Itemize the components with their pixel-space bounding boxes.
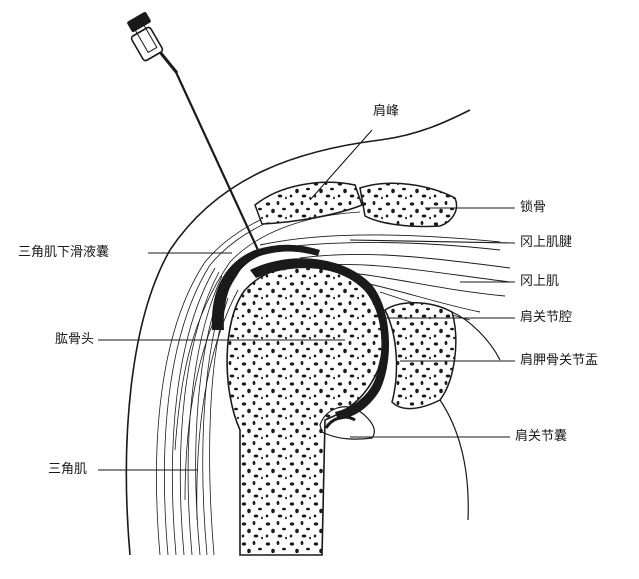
label-clavicle: 锁骨 (520, 200, 547, 215)
skin-outline (125, 109, 471, 556)
label-humeral-head: 肱骨头 (55, 332, 95, 347)
label-capsule: 肩关节囊 (515, 429, 568, 444)
label-joint-cavity: 肩关节腔 (520, 310, 573, 325)
label-deltoid: 三角肌 (48, 462, 88, 477)
label-glenoid: 肩胛骨关节盂 (520, 353, 599, 368)
joint-cavity-shape (250, 258, 390, 420)
label-supraspinatus-tendon: 冈上肌腱 (520, 235, 573, 250)
acromion-bone (254, 181, 363, 225)
label-acromion: 肩峰 (373, 104, 400, 119)
leader-lines (98, 129, 516, 471)
label-supraspinatus: 冈上肌 (520, 274, 560, 289)
capsule-shape (319, 406, 375, 440)
deltoid-muscle (156, 194, 361, 556)
subdeltoid-bursa-shape (211, 244, 320, 330)
clavicle-bone (359, 182, 458, 228)
syringe-needle-icon (127, 12, 259, 251)
label-subdeltoid-bursa: 三角肌下滑液囊 (18, 245, 110, 260)
glenoid-bone (384, 302, 457, 410)
